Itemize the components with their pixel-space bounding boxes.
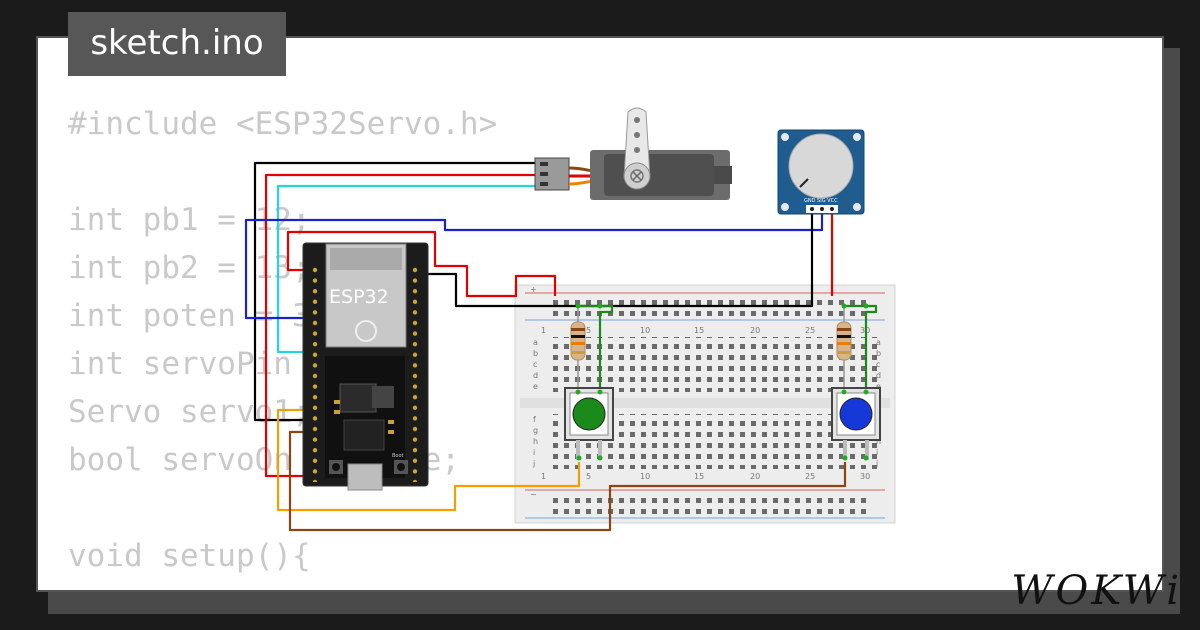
row-letter: h xyxy=(533,437,538,446)
row-letter: b xyxy=(533,349,538,358)
code-line: #include <ESP32Servo.h> xyxy=(68,106,498,142)
column-number: 20 xyxy=(750,326,760,335)
row-letter: d xyxy=(533,371,538,380)
column-number: 10 xyxy=(640,472,650,481)
left-pin-header xyxy=(312,262,322,482)
wire-orange-button1 xyxy=(276,408,581,512)
resistor-left xyxy=(570,306,586,392)
wire-black-pot-gnd xyxy=(420,212,814,308)
column-number: 5 xyxy=(586,326,591,335)
row-letter: i xyxy=(876,448,878,457)
row-letter: c xyxy=(876,360,880,369)
row-letter: b xyxy=(876,349,881,358)
row-letter: f xyxy=(533,415,536,424)
potentiometer[interactable]: GND SIG VCC xyxy=(777,129,865,215)
espressif-logo-icon xyxy=(355,320,377,342)
connection-dots xyxy=(575,303,869,461)
column-number: 1 xyxy=(541,472,546,481)
row-letter: a xyxy=(876,338,881,347)
wire-black-servo-gnd xyxy=(253,161,535,422)
pushbutton-blue-cap[interactable] xyxy=(839,397,873,431)
row-letter: d xyxy=(876,371,881,380)
wire-red-rail-3v3 xyxy=(286,230,557,298)
column-number: 15 xyxy=(694,326,704,335)
row-letter: e xyxy=(533,382,538,391)
potentiometer-knob[interactable] xyxy=(788,133,854,199)
rail-plus-label: + xyxy=(530,285,537,294)
pushbutton-green[interactable] xyxy=(564,387,614,460)
boot-label: Boot xyxy=(392,453,404,459)
row-letter: j xyxy=(532,459,535,468)
file-name-tag: sketch.ino xyxy=(68,12,286,76)
board-label: ESP32 xyxy=(329,286,389,308)
code-line: void setup(){ xyxy=(68,538,311,574)
bottom-power-rail xyxy=(550,492,870,514)
wifi-antenna xyxy=(330,248,402,270)
row-letter: h xyxy=(876,437,881,446)
wire-brown-button2 xyxy=(288,430,847,532)
wokwi-logo: WOKWi xyxy=(1011,568,1182,614)
right-pin-header xyxy=(412,262,422,482)
code-line: Servo servo1; xyxy=(68,394,311,430)
row-letter: j xyxy=(875,459,878,468)
column-number: 15 xyxy=(694,472,704,481)
column-number: 10 xyxy=(640,326,650,335)
wire-cyan-servo-signal xyxy=(276,184,535,354)
row-letter: g xyxy=(533,426,538,435)
column-number: 25 xyxy=(805,472,815,481)
terminal-strip-top xyxy=(550,337,880,392)
esp32-board: ESP32 Boot xyxy=(302,242,429,491)
column-number: 30 xyxy=(860,472,870,481)
servo-motor xyxy=(534,107,732,200)
rail-minus-label: − xyxy=(530,490,537,499)
code-line: int pb2 = 13; xyxy=(68,250,311,286)
pushbutton-blue[interactable] xyxy=(831,387,881,460)
row-letter: i xyxy=(533,448,535,457)
row-letter: e xyxy=(876,382,881,391)
resistor-right xyxy=(836,306,852,392)
potentiometer-pin-labels: GND SIG VCC xyxy=(804,198,838,204)
row-letter: a xyxy=(533,338,538,347)
column-number: 1 xyxy=(541,326,546,335)
column-number: 5 xyxy=(586,472,591,481)
column-number: 25 xyxy=(805,326,815,335)
pushbutton-green-cap[interactable] xyxy=(572,397,606,431)
column-number: 20 xyxy=(750,472,760,481)
wires xyxy=(244,161,878,532)
usb-port xyxy=(347,463,383,491)
row-letter: c xyxy=(533,360,537,369)
wire-blue-pot-signal xyxy=(244,212,824,320)
